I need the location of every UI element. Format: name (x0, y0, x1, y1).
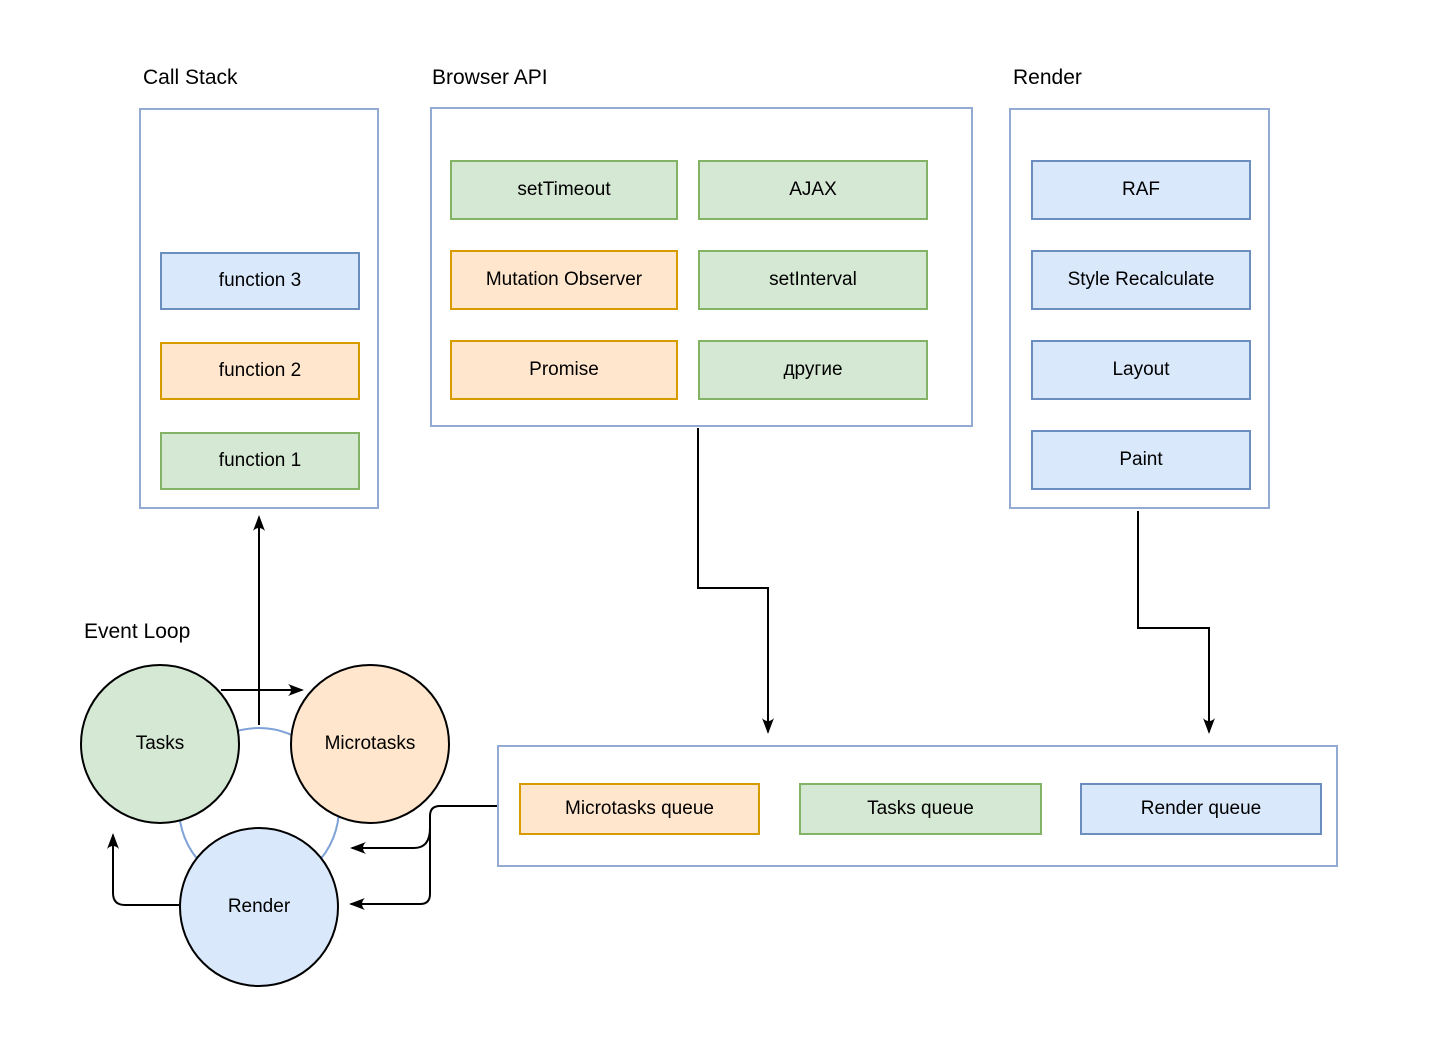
arrow-queues-to-microtasks-circle (350, 827, 431, 854)
call-stack-title: Call Stack (143, 66, 238, 89)
browser-api-promise: Promise (450, 340, 678, 400)
arrow-render-circle-to-tasks (107, 833, 179, 906)
browser-api-title: Browser API (432, 66, 548, 89)
microtasks-queue-box: Microtasks queue (519, 783, 760, 835)
arrow-render-to-queues (1137, 511, 1215, 734)
call-stack-function-3: function 3 (160, 252, 360, 310)
call-stack-function-2: function 2 (160, 342, 360, 400)
render-title: Render (1013, 66, 1082, 89)
render-raf: RAF (1031, 160, 1251, 220)
browser-api-others: другие (698, 340, 928, 400)
arrow-browser-api-to-queues (697, 428, 774, 734)
browser-api-settimeout: setTimeout (450, 160, 678, 220)
render-paint: Paint (1031, 430, 1251, 490)
browser-api-panel: setTimeout AJAX Mutation Observer setInt… (430, 107, 973, 427)
call-stack-function-1: function 1 (160, 432, 360, 490)
render-layout: Layout (1031, 340, 1251, 400)
render-circle: Render (179, 827, 339, 987)
call-stack-panel: function 3 function 2 function 1 (139, 108, 379, 509)
event-loop-title: Event Loop (84, 620, 191, 643)
microtasks-circle: Microtasks (290, 664, 450, 824)
tasks-circle: Tasks (80, 664, 240, 824)
browser-api-setinterval: setInterval (698, 250, 928, 310)
tasks-queue-box: Tasks queue (799, 783, 1042, 835)
queues-panel: Microtasks queue Tasks queue Render queu… (497, 745, 1338, 867)
render-queue-box: Render queue (1080, 783, 1322, 835)
render-style-recalculate: Style Recalculate (1031, 250, 1251, 310)
browser-api-ajax: AJAX (698, 160, 928, 220)
browser-api-mutation-observer: Mutation Observer (450, 250, 678, 310)
render-panel: RAF Style Recalculate Layout Paint (1009, 108, 1270, 509)
